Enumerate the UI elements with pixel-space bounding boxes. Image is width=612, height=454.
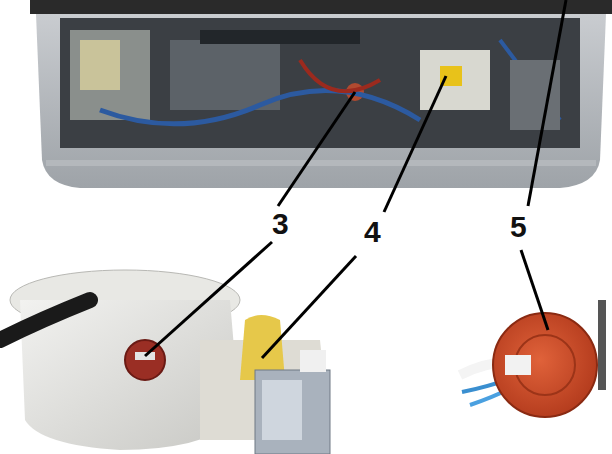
component-block [170, 40, 280, 110]
control-housing [30, 0, 612, 188]
leader-lines [145, 0, 566, 358]
wire [100, 91, 420, 124]
leader-line [521, 250, 548, 330]
leader-line [262, 256, 356, 358]
housing-tray [36, 14, 606, 188]
hose [0, 300, 90, 340]
callout-number: 3 [272, 208, 289, 240]
housing-top-edge [30, 0, 612, 14]
connector [505, 355, 531, 375]
pump-motor [255, 370, 330, 454]
sump-pump-assembly [0, 270, 330, 454]
leader-line [384, 76, 446, 212]
tray-rim [46, 160, 596, 166]
leader-line [145, 242, 272, 356]
pump-motor [420, 50, 490, 110]
motor-coil [262, 380, 302, 440]
component-block [70, 30, 150, 120]
pressure-switch [125, 340, 165, 380]
connector [300, 350, 326, 372]
housing-interior [60, 18, 580, 148]
callout-number: 4 [364, 216, 381, 248]
leader-line [278, 92, 355, 206]
leader-line [528, 0, 566, 206]
pipe [200, 30, 360, 44]
switch-disc [493, 313, 597, 417]
component-coil [80, 40, 120, 90]
pressure-switch-detail [460, 300, 606, 417]
wire [300, 60, 380, 91]
mounting-bracket [598, 300, 606, 390]
callout-number: 5 [510, 211, 527, 243]
